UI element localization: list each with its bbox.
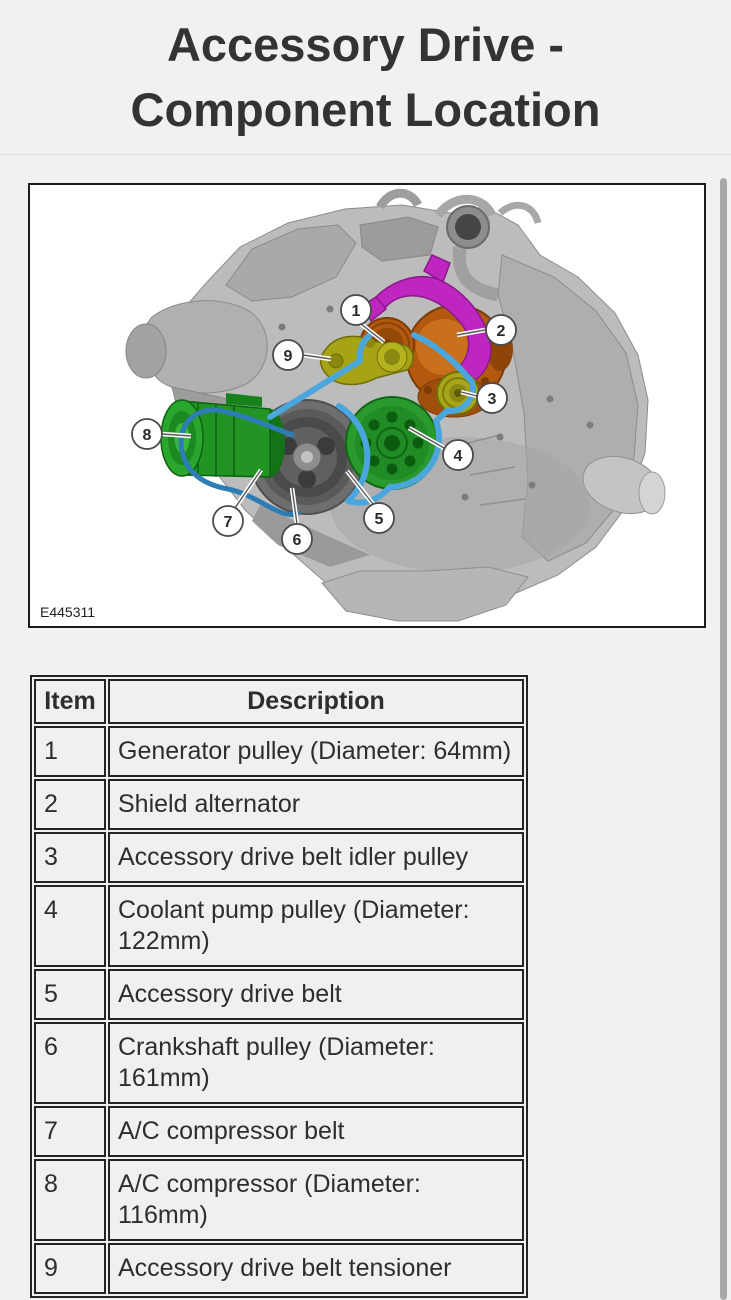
item-number: 3 <box>34 832 106 883</box>
svg-text:3: 3 <box>488 391 497 408</box>
table-header-row: Item Description <box>34 679 524 724</box>
svg-text:2: 2 <box>497 323 506 340</box>
callout-6: 6 <box>281 523 313 555</box>
item-number: 6 <box>34 1022 106 1104</box>
item-description: Accessory drive belt idler pulley <box>108 832 524 883</box>
svg-text:4: 4 <box>454 448 463 465</box>
page-title-line1: Accessory Drive - <box>166 18 565 71</box>
svg-text:1: 1 <box>352 303 361 320</box>
item-number: 1 <box>34 726 106 777</box>
svg-text:5: 5 <box>375 511 384 528</box>
item-description: Coolant pump pulley (Diameter: 122mm) <box>108 885 524 967</box>
callout-9: 9 <box>272 339 304 371</box>
item-description: Crankshaft pulley (Diameter: 161mm) <box>108 1022 524 1104</box>
ac-compressor-belt <box>178 407 301 517</box>
item-description: Generator pulley (Diameter: 64mm) <box>108 726 524 777</box>
item-number: 9 <box>34 1243 106 1294</box>
figure-code: E445311 <box>40 604 96 620</box>
document-body: 1 2 3 4 5 6 7 8 9 E445311 Item Descripti… <box>0 154 731 1298</box>
component-location-figure: 1 2 3 4 5 6 7 8 9 E445311 <box>28 183 706 628</box>
engine-diagram: 1 2 3 4 5 6 7 8 9 <box>125 188 666 622</box>
page-title: Accessory Drive - Component Location <box>0 0 731 142</box>
callouts: 1 2 3 4 5 6 7 8 9 <box>131 294 517 555</box>
item-description: A/C compressor belt <box>108 1106 524 1157</box>
item-description: Accessory drive belt tensioner <box>108 1243 524 1294</box>
page-title-line2: Component Location <box>130 83 601 136</box>
svg-text:8: 8 <box>143 427 152 444</box>
leader-lines <box>161 322 486 525</box>
callout-7: 7 <box>212 505 244 537</box>
svg-text:7: 7 <box>224 514 233 531</box>
item-number: 8 <box>34 1159 106 1241</box>
svg-text:6: 6 <box>293 532 302 549</box>
item-number: 7 <box>34 1106 106 1157</box>
callout-5: 5 <box>363 502 395 534</box>
item-description: Shield alternator <box>108 779 524 830</box>
callout-2: 2 <box>485 314 517 346</box>
item-description: A/C compressor (Diameter: 116mm) <box>108 1159 524 1241</box>
item-column-header: Item <box>34 679 106 724</box>
item-number: 4 <box>34 885 106 967</box>
accessory-drive-belt <box>267 332 476 506</box>
svg-text:9: 9 <box>284 348 293 365</box>
callout-4: 4 <box>442 439 474 471</box>
item-number: 2 <box>34 779 106 830</box>
callout-3: 3 <box>476 382 508 414</box>
item-description: Accessory drive belt <box>108 969 524 1020</box>
item-number: 5 <box>34 969 106 1020</box>
vertical-scrollbar[interactable] <box>720 178 727 1300</box>
callout-1: 1 <box>340 294 372 326</box>
callout-8: 8 <box>131 418 163 450</box>
description-column-header: Description <box>108 679 524 724</box>
